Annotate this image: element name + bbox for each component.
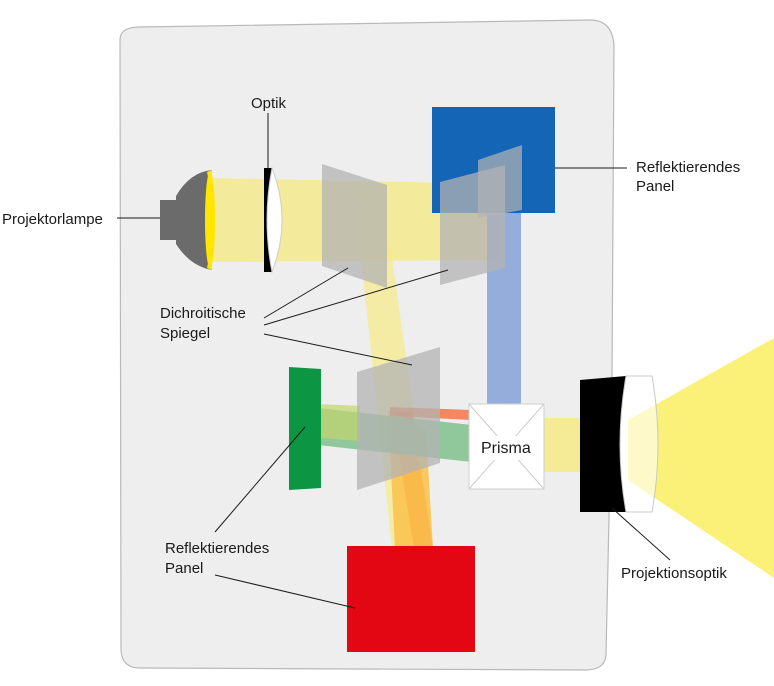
label-dichroitische-1: Dichroitische xyxy=(160,305,246,322)
yellow-green-overlap xyxy=(320,404,360,441)
leader-projektionsoptik xyxy=(611,507,671,561)
leader-dichro-1 xyxy=(263,267,349,319)
label-panel-left-2: Panel xyxy=(165,560,203,577)
prism xyxy=(468,403,545,490)
angled-mirror-top xyxy=(478,145,522,218)
dichroic-mirror-3 xyxy=(357,347,440,490)
optic-lens xyxy=(264,166,283,274)
label-panel-left-1: Reflektierendes xyxy=(165,540,269,557)
green-reflective-panel xyxy=(289,367,321,490)
prism-label: Prisma xyxy=(481,440,531,457)
red-reflective-panel xyxy=(347,546,475,652)
leader-panel-red xyxy=(214,574,356,609)
label-projektorlampe: Projektorlampe xyxy=(2,211,103,228)
leader-lines xyxy=(117,113,671,609)
label-dichroitische-2: Spiegel xyxy=(160,325,210,342)
projector-lamp xyxy=(160,170,215,270)
label-panel-top-1: Reflektierendes xyxy=(636,159,740,176)
dichroic-mirror-1 xyxy=(322,164,387,288)
combined-beam xyxy=(544,418,590,472)
projection-optic xyxy=(580,375,659,513)
label-optik: Optik xyxy=(251,95,287,112)
label-projektionsoptik: Projektionsoptik xyxy=(621,565,727,582)
leader-panel-left xyxy=(214,426,306,533)
label-panel-top-2: Panel xyxy=(636,178,674,195)
leader-dichro-3 xyxy=(263,333,413,366)
projected-light-cone xyxy=(628,338,774,578)
leader-dichro-2 xyxy=(263,269,449,326)
